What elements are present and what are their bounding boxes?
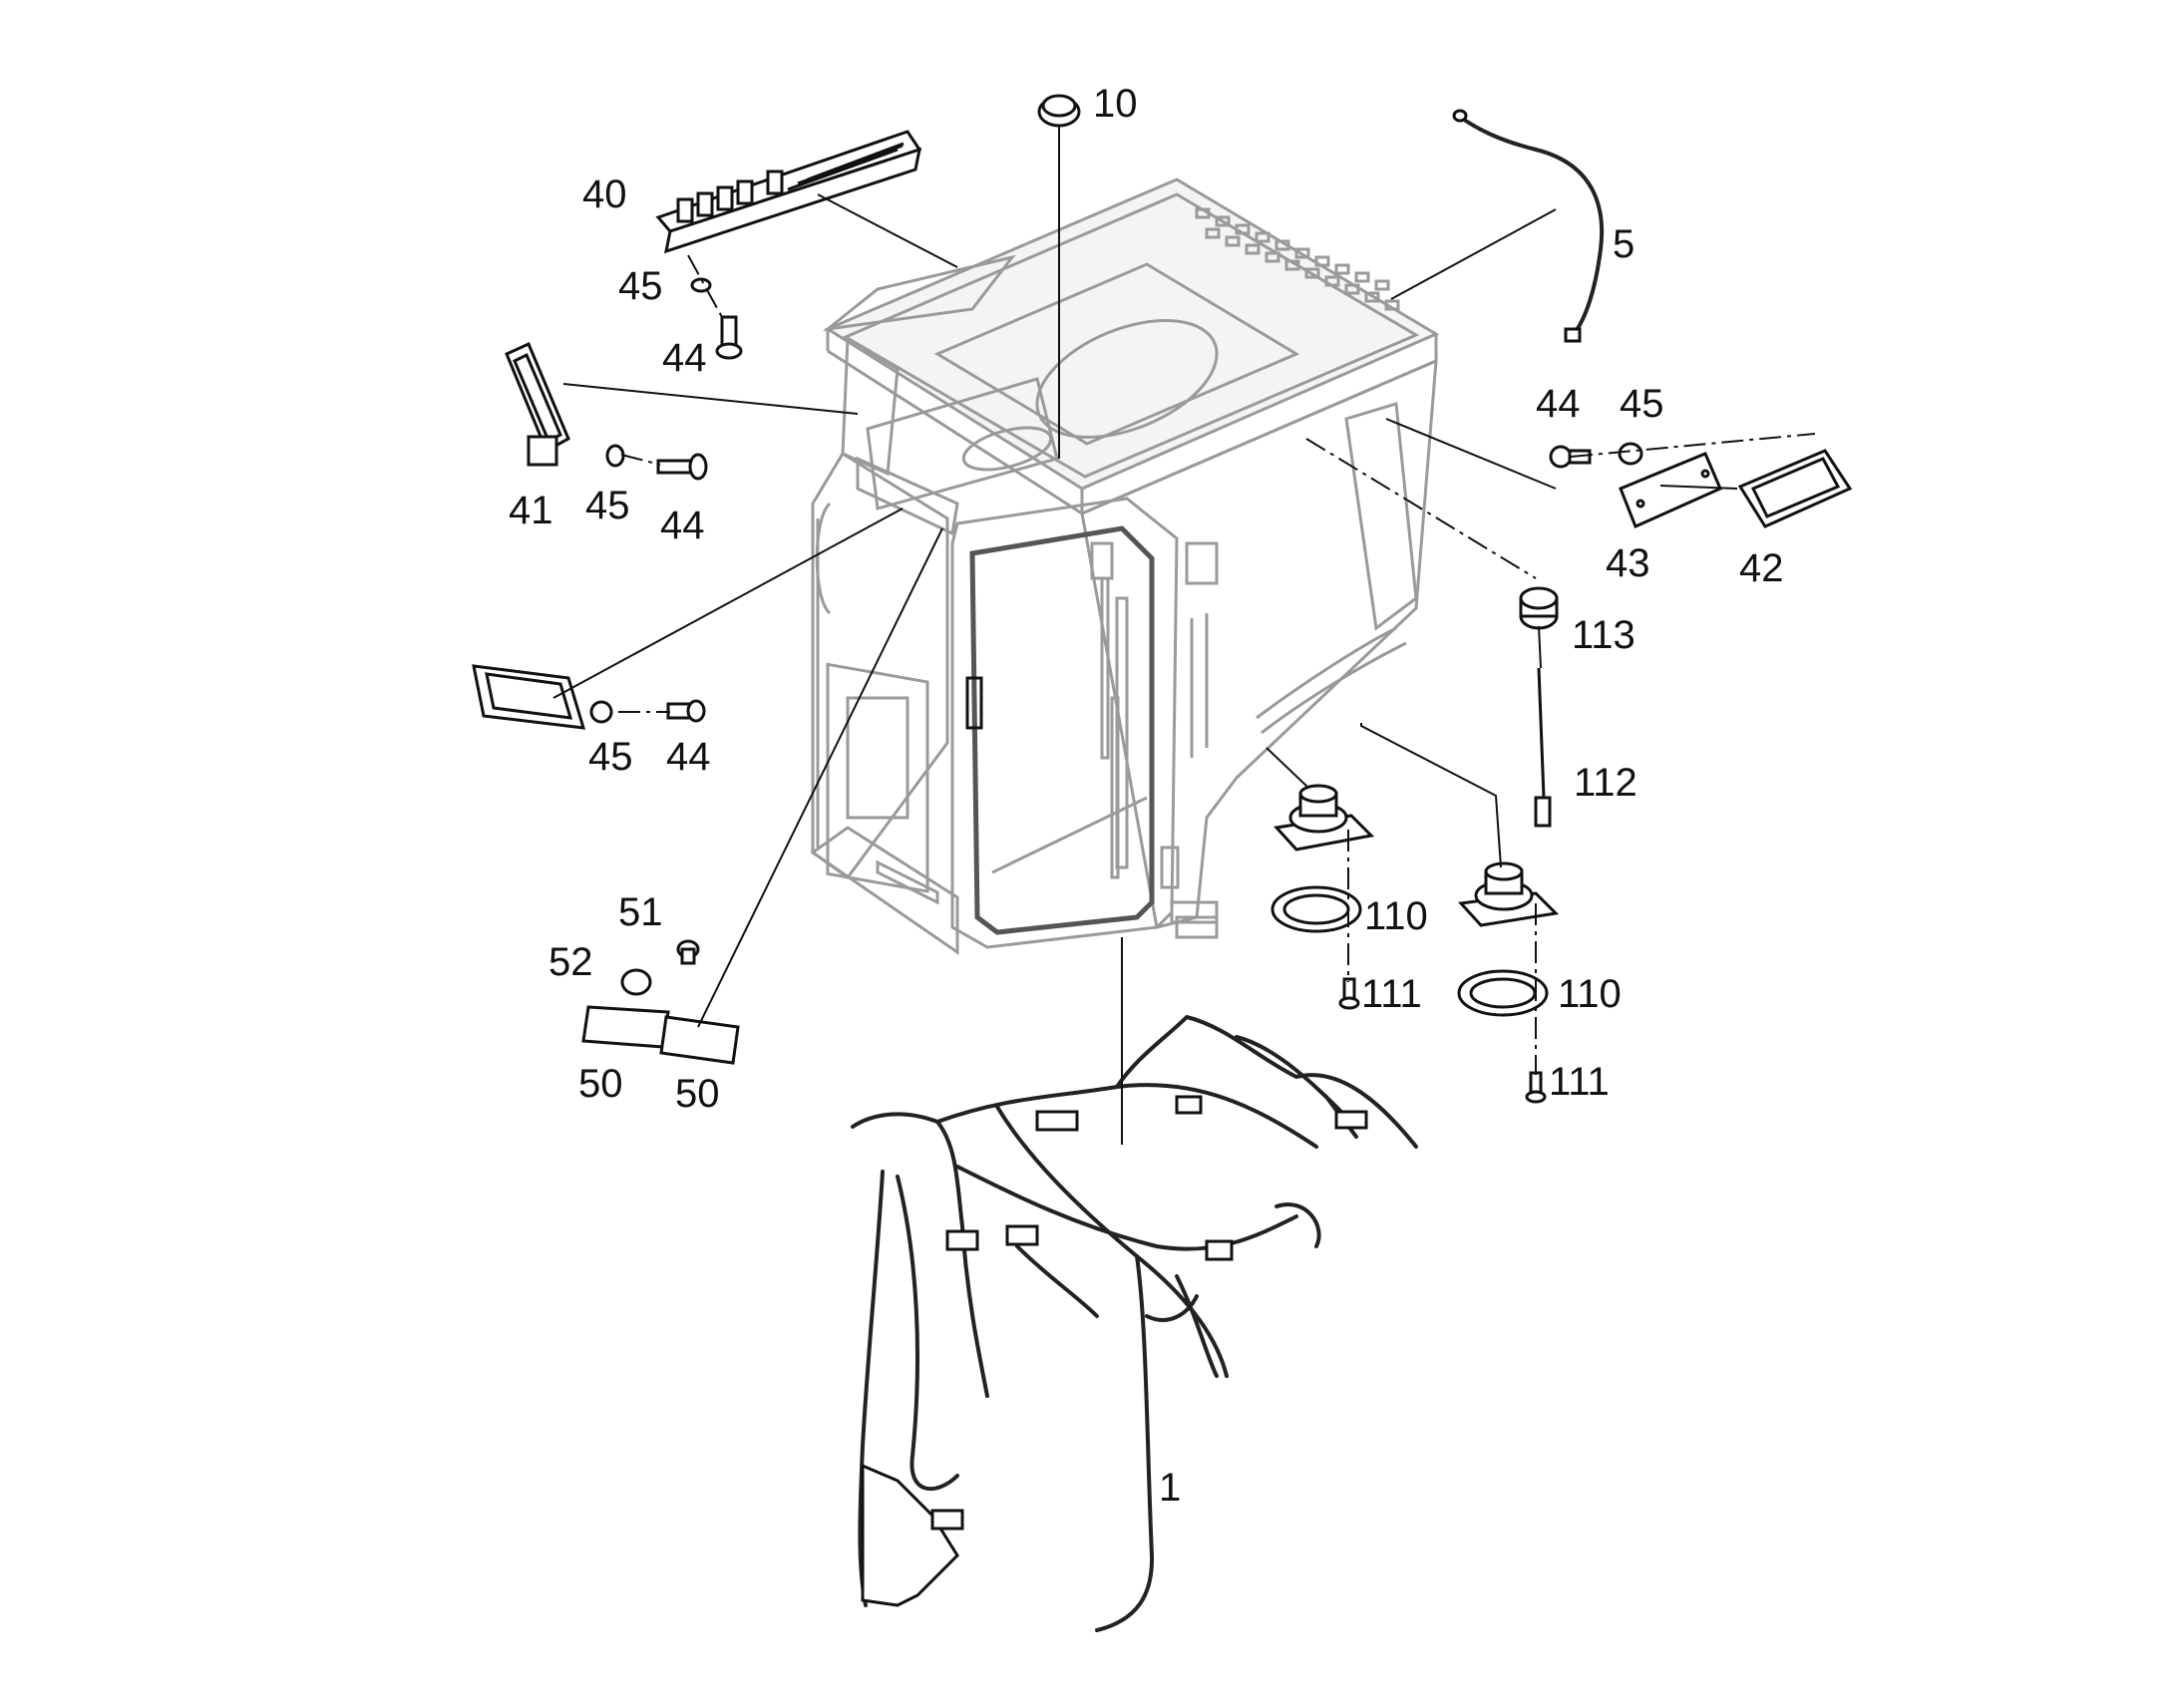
speaker-ring-part [1457,969,1549,1017]
washer-part [605,444,625,468]
callout-111: 111 [1361,972,1422,1016]
callout-44: 44 [662,336,707,380]
callout-44: 44 [660,504,705,547]
antenna-base-part [1519,586,1559,630]
callout-51: 51 [618,890,663,934]
cab-structure [810,177,1440,955]
light-bezel-part [505,341,570,467]
callout-111: 111 [1549,1060,1610,1104]
callout-45: 45 [1620,382,1664,426]
work-lamp-part [1737,449,1853,528]
callout-45: 45 [585,484,630,527]
callout-52: 52 [548,940,593,984]
washer-part [1618,442,1643,466]
callout-110: 110 [1558,972,1622,1016]
washer-part [620,968,652,996]
antenna-rod-part [1534,667,1552,828]
screw-part [1338,977,1360,1010]
callout-41: 41 [509,489,553,532]
callout-43: 43 [1606,541,1650,585]
cover-plate-part [581,1005,740,1065]
callout-10: 10 [1093,82,1138,126]
callout-110: 110 [1364,894,1428,938]
side-lamp-part [472,664,586,730]
wiring-harness-part [851,1015,1418,1632]
washer-part [589,700,613,724]
callout-labels: 10 40 45 44 5 44 45 43 42 113 112 41 45 … [509,82,1784,1510]
dome-light-part [1037,94,1081,128]
callout-40: 40 [582,172,627,216]
screw-part [666,699,706,723]
lamp-bracket-part [1619,452,1722,529]
screw-part [715,315,743,360]
screw-part [656,453,708,481]
callout-113: 113 [1572,613,1635,657]
washer-part [690,277,712,293]
callout-112: 112 [1574,761,1637,805]
callout-42: 42 [1739,546,1784,590]
callout-5: 5 [1613,222,1635,266]
speaker-part [1273,784,1375,852]
leader-lines [552,125,1816,1145]
callout-50: 50 [675,1072,720,1116]
antenna-cable-part [1459,116,1605,336]
bolt-part [676,939,700,965]
screw-part [1549,445,1592,469]
speaker-ring-part [1271,885,1362,933]
callout-45: 45 [588,735,633,779]
screw-part [1525,1071,1547,1104]
callout-50: 50 [578,1062,623,1106]
speaker-part [1457,861,1560,927]
callout-1: 1 [1159,1466,1181,1510]
callout-45: 45 [618,264,663,308]
callout-44: 44 [1536,382,1581,426]
callout-44: 44 [666,735,711,779]
switch-panel-part [655,130,922,254]
